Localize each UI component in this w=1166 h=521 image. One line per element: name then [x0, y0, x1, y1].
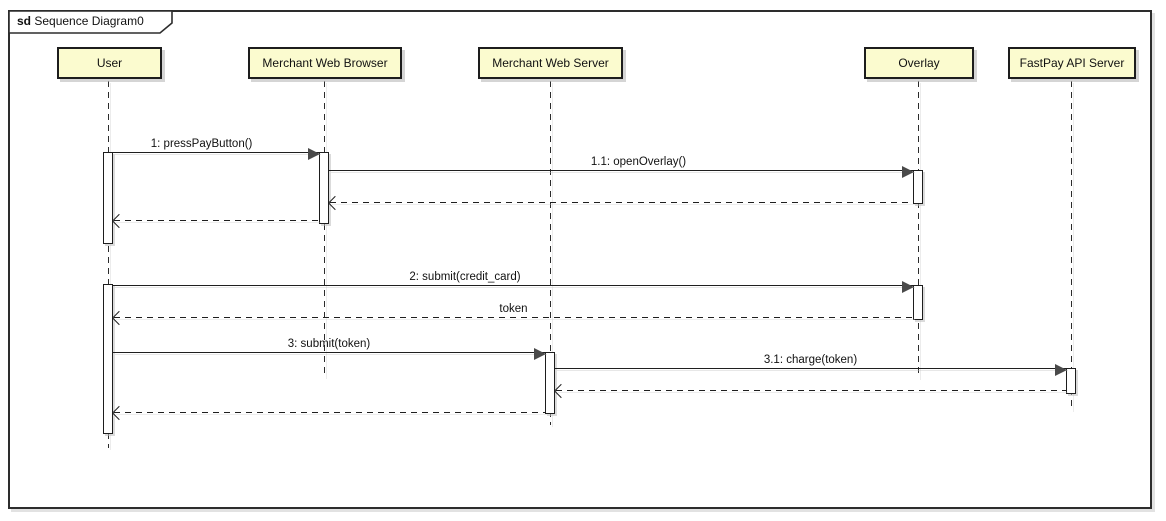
diagram-frame-tab: sd Sequence Diagram0	[8, 10, 174, 34]
return-token-to-user: token	[111, 303, 913, 326]
message-label: token	[499, 303, 528, 316]
diagram-title-text: Sequence Diagram0	[34, 14, 144, 28]
return-fastpay-to-server	[553, 383, 1066, 399]
actor-box-fastpay-api-server: FastPay API Server	[1008, 47, 1136, 79]
diagram-title: sd Sequence Diagram0	[17, 14, 144, 28]
filled-arrowhead-icon	[902, 280, 914, 293]
actor-label: Merchant Web Server	[492, 56, 609, 70]
diagram-frame	[8, 10, 1152, 509]
actor-label: Merchant Web Browser	[262, 56, 388, 70]
filled-arrowhead-icon	[1055, 363, 1067, 376]
message-charge-token: 3.1: charge(token)	[555, 354, 1067, 376]
actor-box-merchant-web-browser: Merchant Web Browser	[248, 47, 402, 79]
actor-label: User	[96, 56, 123, 70]
activation-overlay-1	[913, 170, 923, 204]
lifeline-overlay	[918, 81, 920, 378]
message-label: 2: submit(credit_card)	[409, 271, 521, 283]
return-browser-to-user	[111, 213, 319, 229]
message-label: 3: submit(token)	[287, 338, 371, 350]
activation-overlay-2	[913, 285, 923, 320]
message-label: 1.1: openOverlay()	[590, 156, 687, 168]
frame-tab-pentagon-icon	[8, 10, 173, 34]
activation-merchant-web-browser	[319, 152, 329, 224]
lifeline-merchant-web-browser	[324, 81, 326, 377]
filled-arrowhead-icon	[308, 147, 320, 160]
message-label: 1: pressPayButton()	[150, 138, 253, 150]
lifeline-user	[108, 81, 110, 448]
actor-box-overlay: Overlay	[864, 47, 974, 79]
lifeline-fastpay-api-server	[1071, 81, 1073, 410]
actor-box-merchant-web-server: Merchant Web Server	[478, 47, 623, 79]
activation-user-2	[103, 284, 113, 434]
return-server-to-user	[111, 405, 545, 421]
activation-fastpay-api-server	[1066, 368, 1076, 394]
message-press-pay-button: 1: pressPayButton()	[113, 138, 320, 160]
message-submit-credit-card: 2: submit(credit_card)	[113, 271, 914, 293]
activation-merchant-web-server	[545, 352, 555, 414]
message-submit-token: 3: submit(token)	[113, 338, 546, 360]
activation-user-1	[103, 152, 113, 244]
message-label: 3.1: charge(token)	[763, 354, 858, 366]
return-overlay-to-browser	[327, 195, 913, 211]
actor-box-user: User	[57, 47, 162, 79]
lifeline-merchant-web-server	[550, 81, 552, 425]
diagram-keyword: sd	[17, 14, 32, 28]
filled-arrowhead-icon	[534, 347, 546, 360]
actor-label: Overlay	[898, 56, 940, 70]
actor-label: FastPay API Server	[1019, 56, 1125, 70]
filled-arrowhead-icon	[902, 165, 914, 178]
message-open-overlay: 1.1: openOverlay()	[329, 156, 914, 178]
